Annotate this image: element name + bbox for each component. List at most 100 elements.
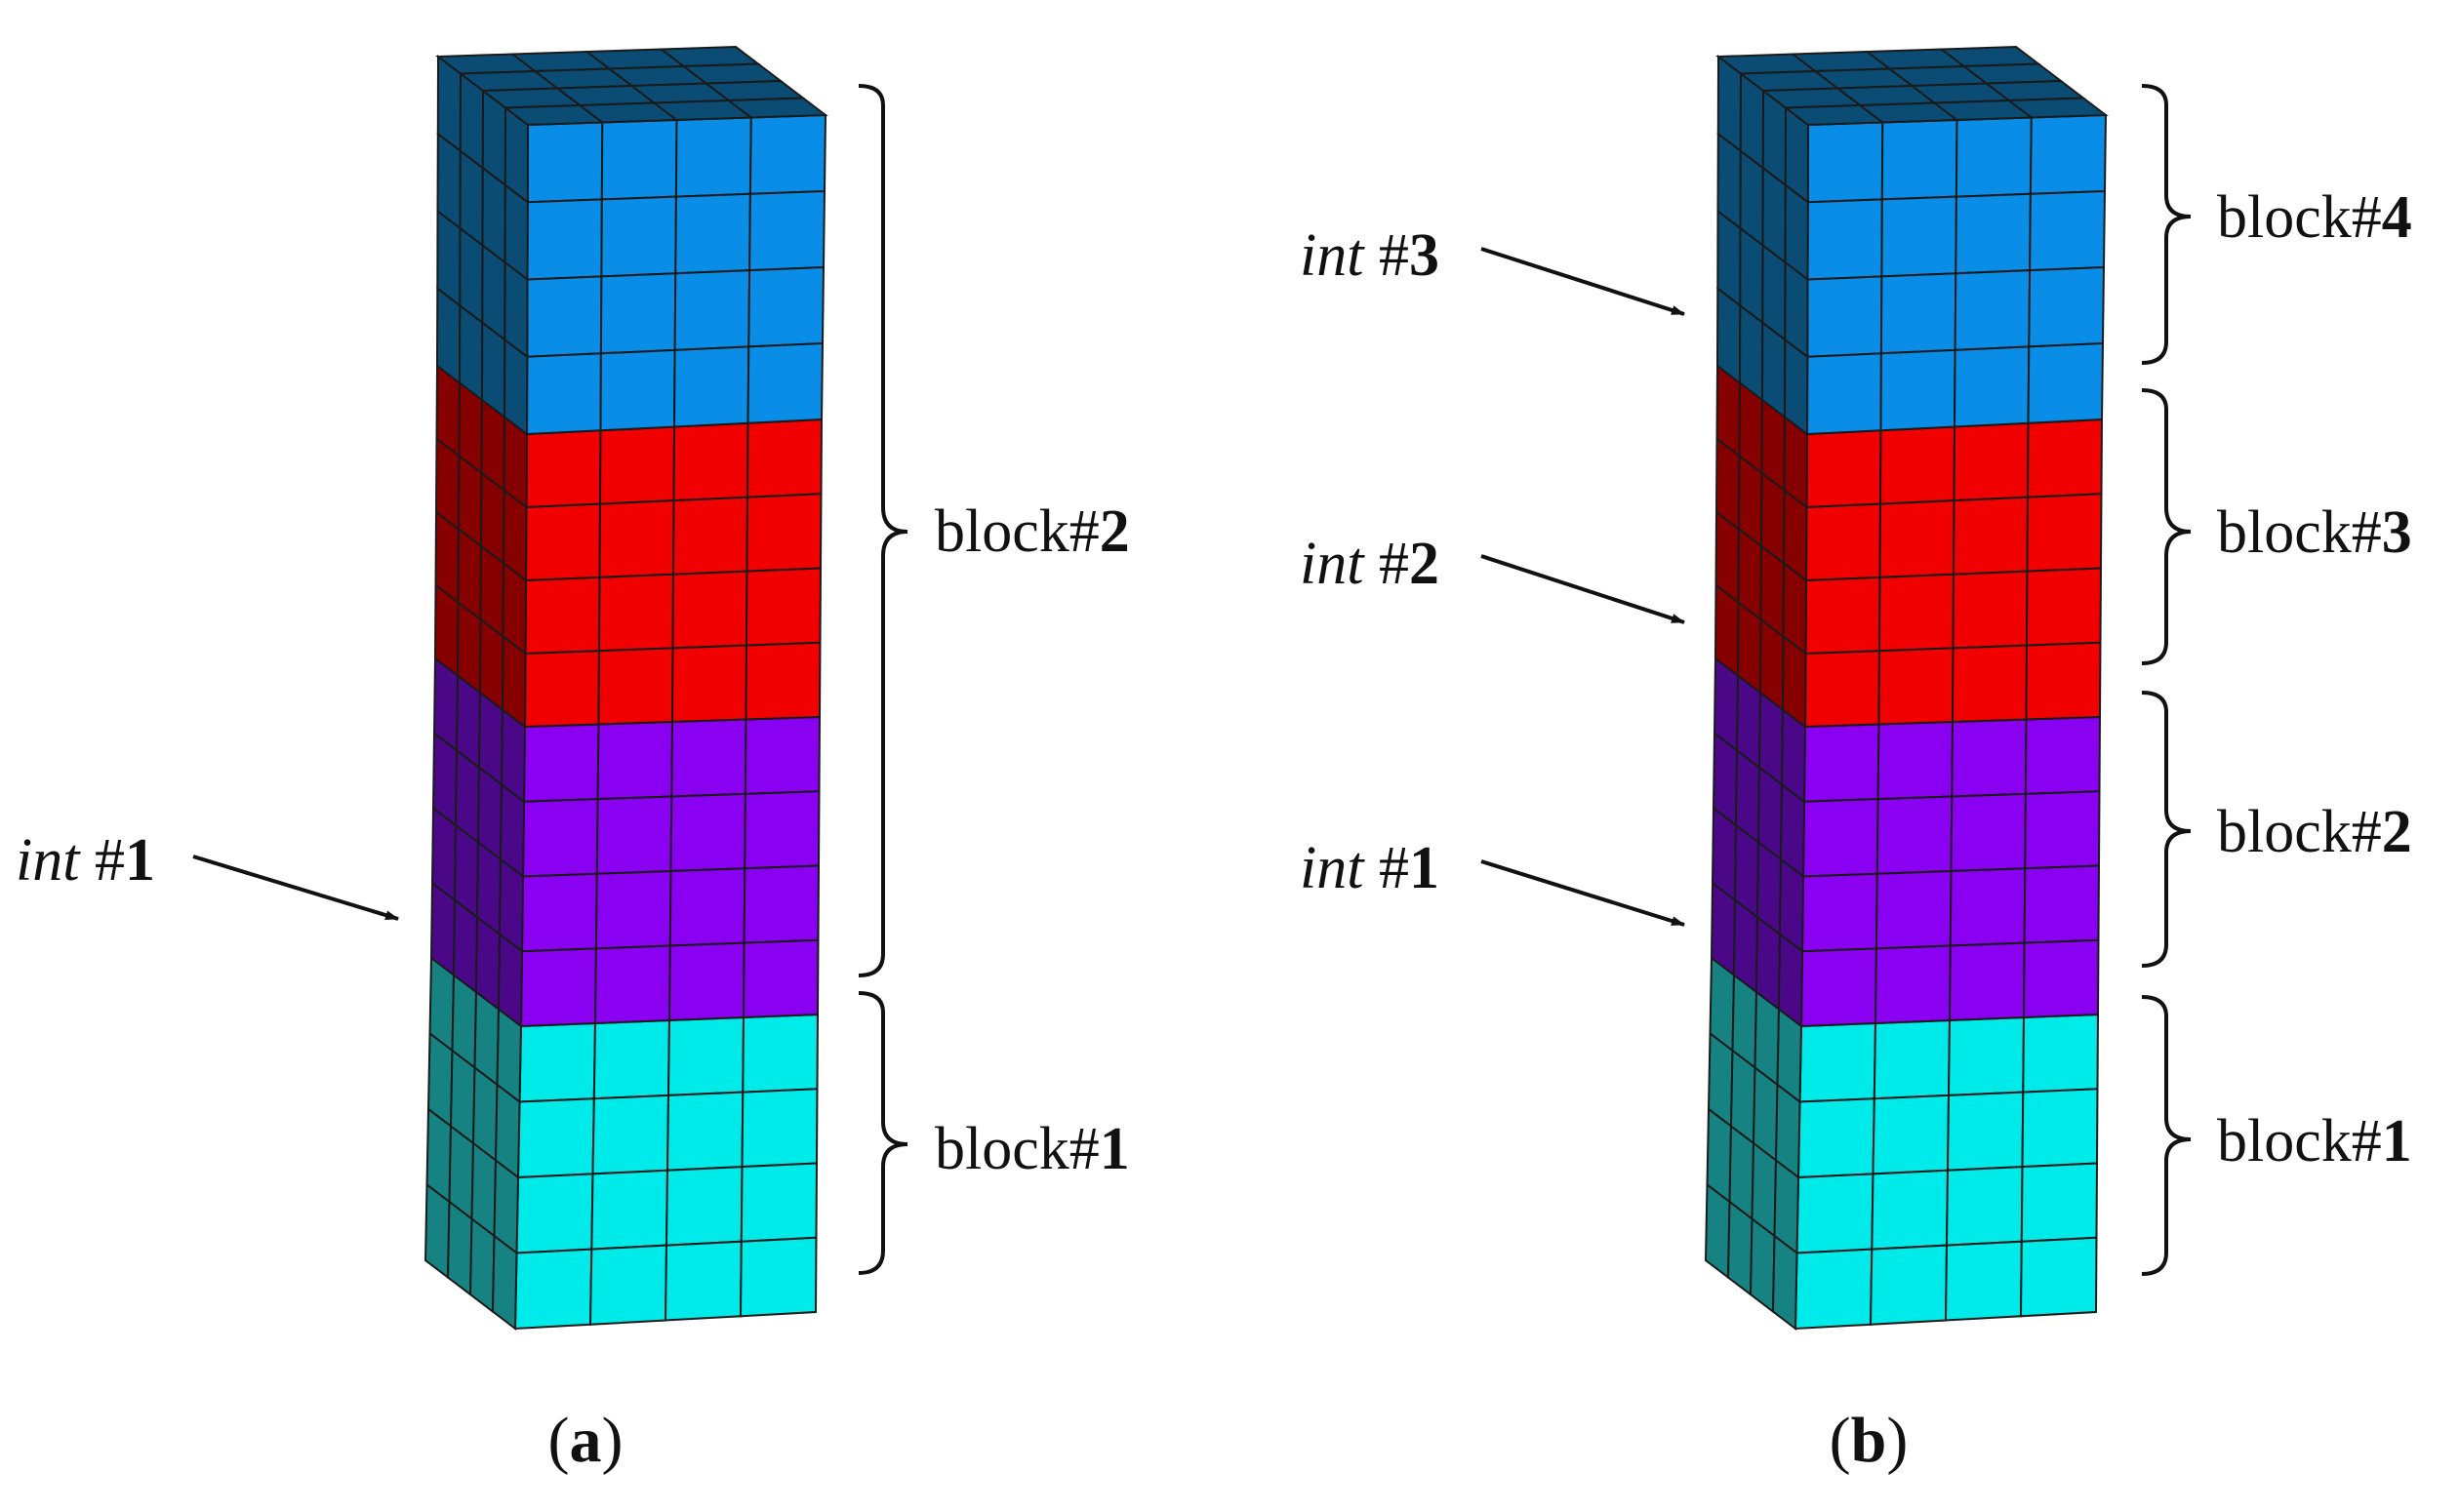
mesh-cell-front bbox=[670, 644, 748, 724]
mesh-cell-front bbox=[668, 867, 746, 947]
panel-b: block#4 block#3 block#2 block#1 int #3 i… bbox=[1300, 45, 2412, 1476]
mesh-cell-side bbox=[1713, 582, 1740, 678]
mesh-cell-front bbox=[520, 872, 598, 953]
mesh-cell-front bbox=[1953, 345, 2031, 428]
mesh-cell-front bbox=[2025, 641, 2102, 721]
mesh-cell-side bbox=[1710, 881, 1737, 977]
mesh-cell-front bbox=[2020, 1162, 2099, 1243]
mesh-cell-front bbox=[747, 265, 826, 348]
mesh-cell-front bbox=[1880, 195, 1957, 278]
mesh-cell-front bbox=[748, 189, 826, 272]
mesh-cell-side bbox=[1777, 932, 1804, 1028]
arrow-int-3-b bbox=[1480, 247, 1685, 316]
mesh-cell-front bbox=[1879, 272, 1957, 355]
mesh-cell-front bbox=[1799, 947, 1877, 1028]
mesh-cell-front bbox=[516, 1097, 595, 1179]
mesh-cell-front bbox=[600, 118, 678, 201]
mesh-cell-front bbox=[672, 345, 750, 428]
mesh-cell-side bbox=[503, 338, 529, 437]
mesh-cell-side bbox=[1781, 634, 1807, 730]
mesh-cell-front bbox=[1801, 798, 1879, 878]
bracket-block-2-b bbox=[2141, 691, 2192, 968]
mesh-cell-side bbox=[501, 634, 527, 730]
mesh-cell-front bbox=[741, 1088, 819, 1169]
mesh-cell-front bbox=[2027, 341, 2105, 424]
mesh-cell-front bbox=[748, 113, 827, 195]
mesh-cell-front bbox=[1806, 121, 1884, 204]
mesh-cell-front bbox=[1803, 650, 1881, 729]
mesh-cell-front bbox=[1878, 425, 1956, 505]
mesh-cell-front bbox=[1869, 1244, 1949, 1326]
mesh-cell-front bbox=[2026, 493, 2103, 573]
mesh-cell-front bbox=[1955, 192, 2032, 275]
mesh-cell-front bbox=[1946, 1091, 2025, 1172]
mesh-cell-side bbox=[480, 320, 506, 419]
mesh-cell-front bbox=[2022, 1013, 2100, 1094]
mesh-column-b bbox=[1704, 45, 2109, 1331]
mesh-cell-front bbox=[1877, 647, 1955, 726]
mesh-cell-front bbox=[674, 116, 752, 198]
mesh-cell-front bbox=[1947, 1015, 2026, 1096]
mesh-cell-top bbox=[725, 97, 828, 119]
mesh-cell-front bbox=[1944, 1240, 2023, 1322]
mesh-cell-side bbox=[1715, 286, 1742, 385]
mesh-cell-front bbox=[599, 272, 677, 355]
label-int-3-b: int #3 bbox=[1300, 222, 1439, 289]
label-int-1-a: int #1 bbox=[16, 827, 155, 894]
mesh-cell-front bbox=[524, 576, 601, 656]
mesh-cell-front bbox=[2029, 113, 2108, 195]
mesh-cell-front bbox=[745, 641, 822, 721]
mesh-cell-front bbox=[525, 429, 602, 509]
mesh-cell-front bbox=[672, 421, 749, 502]
mesh-cell-front bbox=[1953, 421, 2030, 502]
mesh-cell-side bbox=[429, 881, 457, 977]
mesh-cell-front bbox=[669, 792, 746, 873]
mesh-cell-front bbox=[2024, 790, 2101, 870]
mesh-cell-front bbox=[673, 269, 751, 351]
mesh-cell-front bbox=[1804, 502, 1882, 582]
mesh-cell-front bbox=[591, 1094, 670, 1175]
arrow-int-1-a bbox=[192, 855, 399, 921]
mesh-cell-front bbox=[1802, 723, 1880, 803]
mesh-cell-front bbox=[670, 718, 747, 798]
mesh-cell-front bbox=[521, 798, 599, 878]
mesh-cell-front bbox=[743, 864, 821, 944]
mesh-cell-side bbox=[1726, 1200, 1754, 1296]
mesh-cell-front bbox=[522, 723, 600, 803]
mesh-cell-front bbox=[1875, 795, 1954, 875]
mesh-cell-front bbox=[590, 1169, 669, 1251]
mesh-cell-front bbox=[1876, 720, 1955, 801]
mesh-cell-front bbox=[746, 341, 825, 424]
mesh-cell-front bbox=[596, 720, 674, 801]
mesh-cell-front bbox=[1804, 576, 1881, 656]
mesh-cell-front bbox=[598, 425, 676, 505]
mesh-cell-front bbox=[671, 496, 749, 576]
arrow-int-2-b bbox=[1480, 554, 1685, 624]
arrow-int-1-b bbox=[1480, 859, 1685, 927]
mesh-cell-front bbox=[745, 567, 823, 647]
mesh-cell-side bbox=[423, 1182, 451, 1280]
mesh-cell-front bbox=[519, 947, 597, 1028]
mesh-cell-front bbox=[1805, 352, 1882, 436]
mesh-cell-front bbox=[525, 352, 602, 436]
mesh-cell-side bbox=[456, 600, 482, 696]
mesh-cell-side bbox=[1771, 1234, 1798, 1331]
mesh-cell-front bbox=[524, 502, 602, 582]
mesh-cell-side bbox=[452, 897, 479, 994]
mesh-cell-front bbox=[744, 715, 822, 795]
mesh-cell-front bbox=[1874, 944, 1952, 1025]
mesh-cell-front bbox=[597, 647, 674, 726]
label-block-4-b: block#4 bbox=[2217, 184, 2412, 251]
mesh-cell-front bbox=[1949, 867, 2027, 947]
mesh-cell-front bbox=[1951, 644, 2029, 724]
mesh-cell-side bbox=[497, 932, 524, 1028]
mesh-cell-front bbox=[588, 1244, 668, 1326]
mesh-cell-front bbox=[1806, 275, 1883, 358]
mesh-cell-side bbox=[435, 286, 462, 385]
mesh-cell-front bbox=[526, 198, 603, 281]
mesh-cell-front bbox=[2023, 864, 2101, 944]
mesh-cell-front bbox=[1945, 1166, 2024, 1247]
mesh-cell-front bbox=[1954, 269, 2032, 351]
label-block-1-a: block#1 bbox=[935, 1116, 1130, 1182]
